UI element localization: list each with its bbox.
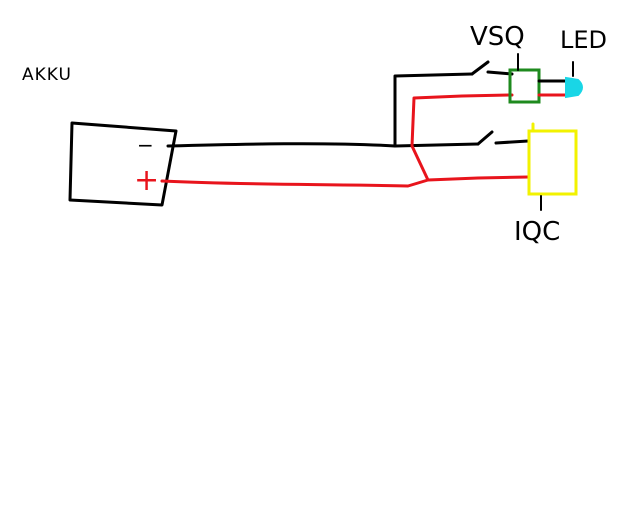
negative-wire-vsq-branch <box>393 72 474 148</box>
iqc-box <box>527 129 578 196</box>
vsq-label: VSQ <box>470 22 525 52</box>
iqc-switch-icon <box>476 130 530 146</box>
akku-label: AKKU <box>22 65 72 85</box>
battery-minus-sign: − <box>137 133 154 157</box>
led-icon <box>565 76 583 99</box>
battery-icon <box>68 121 178 207</box>
battery-plus-sign: + <box>134 163 159 198</box>
led-label: LED <box>560 26 607 54</box>
negative-wire-iqc-branch <box>393 142 480 148</box>
negative-wire-main <box>166 142 397 148</box>
iqc-label: IQC <box>514 217 560 247</box>
switch-icon <box>470 60 514 76</box>
positive-wire-iqc-branch <box>426 175 530 182</box>
positive-wire-vsq-branch <box>410 93 514 182</box>
vsq-box <box>508 68 541 104</box>
positive-wire-main <box>160 178 430 188</box>
